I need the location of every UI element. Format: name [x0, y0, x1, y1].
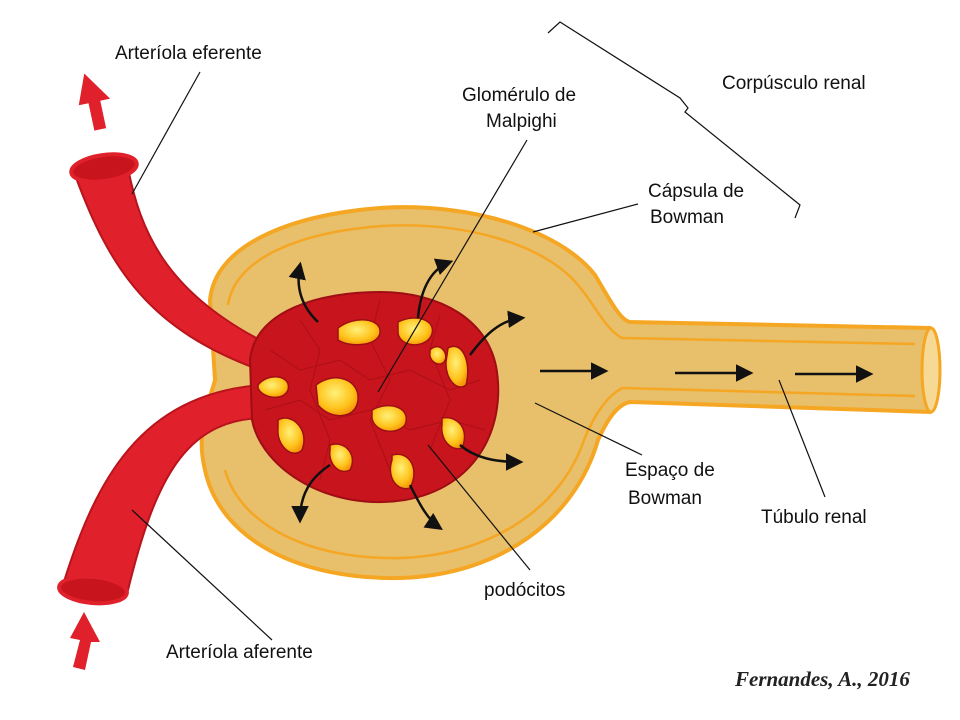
tubule-flow-arrows — [540, 362, 874, 383]
label-podocytes: podócitos — [484, 580, 565, 601]
label-glomerulus-line2: Malpighi — [486, 111, 557, 132]
label-bowman-space-line2: Bowman — [628, 488, 702, 509]
label-afferent-arteriole: Arteríola aferente — [166, 642, 313, 663]
author-credit: Fernandes, A., 2016 — [734, 667, 910, 691]
label-renal-corpuscle: Corpúsculo renal — [722, 73, 866, 94]
label-efferent-arteriole: Arteríola eferente — [115, 43, 262, 64]
label-glomerulus-line1: Glomérulo de — [462, 85, 576, 106]
leader-lines — [131, 71, 826, 641]
podocytes-cluster — [257, 317, 469, 490]
label-bowman-space-line1: Espaço de — [625, 460, 715, 481]
afferent-flow-arrow — [70, 612, 100, 670]
corpuscle-bracket — [547, 21, 801, 219]
label-bowman-capsule-line2: Bowman — [650, 207, 724, 228]
label-renal-tubule: Túbulo renal — [761, 507, 867, 528]
label-bowman-capsule-line1: Cápsula de — [648, 181, 744, 202]
efferent-flow-arrow — [78, 73, 111, 131]
afferent-arteriole — [57, 383, 264, 606]
filtration-arrows — [288, 258, 526, 530]
glomerulus — [248, 290, 500, 504]
